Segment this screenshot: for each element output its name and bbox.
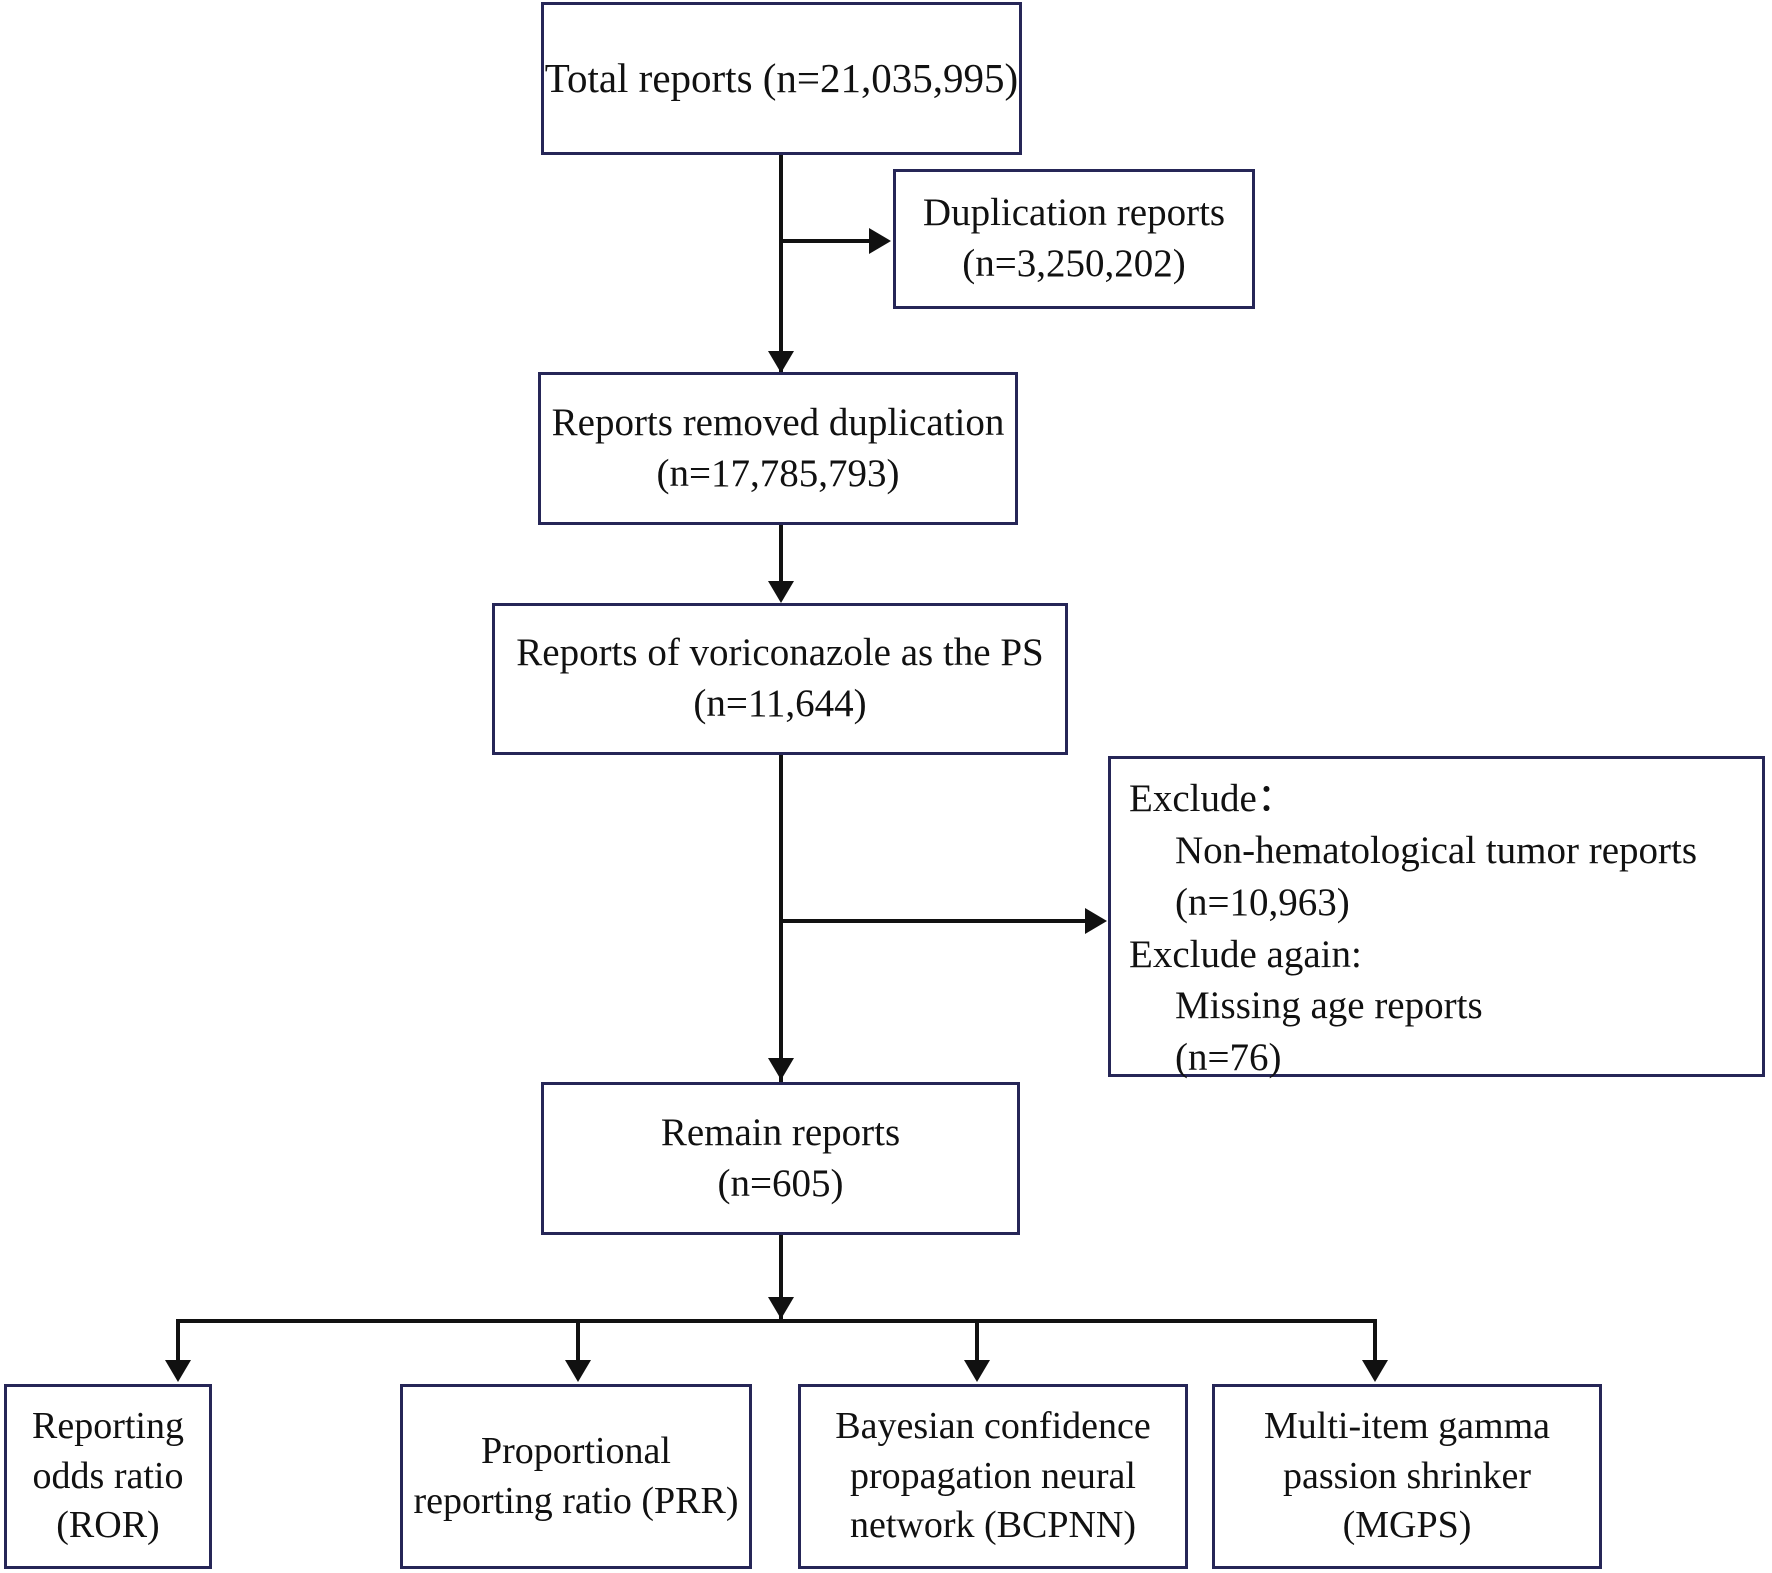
arrowhead-to-voriconazole: [768, 581, 794, 603]
arrowhead-to-remain-reports: [768, 1058, 794, 1080]
node-method-mgps-label: Multi-item gamma passion shrinker (MGPS): [1263, 1405, 1550, 1547]
exclusions-item-1: Non-hematological tumor reports: [1175, 828, 1698, 872]
node-method-prr: Proportional reporting ratio (PRR): [400, 1384, 752, 1569]
node-duplication-reports: Duplication reports (n=3,250,202): [893, 169, 1255, 309]
exclusions-item-2: Missing age reports: [1175, 984, 1483, 1028]
node-duplication-reports-label: Duplication reports (n=3,250,202): [922, 191, 1226, 285]
node-reports-removed-duplication-label: Reports removed duplication (n=17,785,79…: [551, 400, 1005, 495]
node-exclusions: Exclude： Non-hematological tumor reports…: [1108, 756, 1765, 1079]
node-method-bcpnn-label: Bayesian confidence propagation neural n…: [835, 1405, 1151, 1547]
connector-bus-to-prr: [576, 1319, 580, 1363]
node-method-prr-label: Proportional reporting ratio (PRR): [413, 1430, 739, 1522]
node-remain-reports: Remain reports (n=605): [541, 1082, 1020, 1235]
exclusions-heading-2: Exclude again:: [1129, 932, 1362, 976]
node-reports-voriconazole-ps: Reports of voriconazole as the PS (n=11,…: [492, 603, 1068, 755]
node-total-reports-label: Total reports (n=21,035,995): [544, 54, 1019, 101]
arrowhead-to-mgps: [1362, 1360, 1388, 1382]
node-method-mgps: Multi-item gamma passion shrinker (MGPS): [1212, 1384, 1602, 1569]
exclusions-heading-1: Exclude：: [1129, 777, 1296, 820]
arrowhead-to-removed-duplication: [768, 351, 794, 373]
node-method-ror: Reporting odds ratio (ROR): [4, 1384, 212, 1569]
connector-to-duplication: [779, 239, 871, 243]
exclusions-item-1-count: (n=10,963): [1175, 880, 1350, 924]
connector-remain-to-bus: [779, 1235, 783, 1321]
connector-bus-to-ror: [176, 1319, 180, 1363]
connector-voriconazole-to-remain: [779, 755, 783, 1082]
node-method-bcpnn: Bayesian confidence propagation neural n…: [798, 1384, 1188, 1569]
node-total-reports: Total reports (n=21,035,995): [541, 2, 1022, 155]
connector-total-to-removed: [779, 155, 783, 373]
exclusions-item-2-count: (n=76): [1175, 1036, 1282, 1080]
node-method-ror-label: Reporting odds ratio (ROR): [32, 1405, 184, 1547]
arrowhead-to-duplication: [869, 228, 891, 254]
connector-to-exclusions: [779, 919, 1087, 923]
connector-bus-to-mgps: [1373, 1319, 1377, 1363]
arrowhead-to-prr: [565, 1360, 591, 1382]
node-remain-reports-label: Remain reports (n=605): [660, 1110, 901, 1205]
connector-methods-bus: [176, 1319, 1377, 1323]
arrowhead-to-ror: [165, 1360, 191, 1382]
node-reports-removed-duplication: Reports removed duplication (n=17,785,79…: [538, 372, 1018, 525]
connector-bus-to-bcpnn: [975, 1319, 979, 1363]
arrowhead-to-bcpnn: [964, 1360, 990, 1382]
arrowhead-to-methods-bus: [768, 1297, 794, 1319]
node-reports-voriconazole-ps-label: Reports of voriconazole as the PS (n=11,…: [516, 631, 1044, 725]
arrowhead-to-exclusions: [1085, 908, 1107, 934]
connector-removed-to-voriconazole: [779, 525, 783, 585]
